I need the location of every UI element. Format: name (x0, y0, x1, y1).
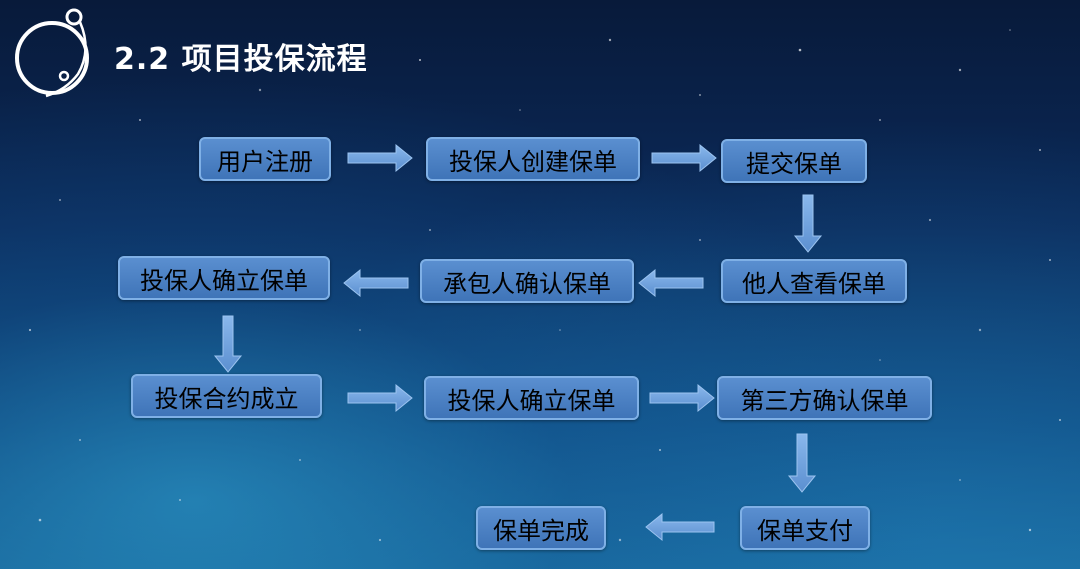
flow-node-third-party-confirm: 第三方确认保单 (717, 376, 932, 420)
flow-node-user-register: 用户注册 (199, 137, 331, 181)
flow-node-policy-complete: 保单完成 (476, 506, 606, 550)
page-title: 2.2 项目投保流程 (114, 42, 368, 77)
flow-node-submit-policy: 提交保单 (721, 139, 867, 183)
flow-node-others-view-policy: 他人查看保单 (721, 259, 907, 303)
flow-node-create-policy: 投保人创建保单 (426, 137, 640, 181)
flow-node-insurer-establish-2: 投保人确立保单 (424, 376, 639, 420)
flow-node-contract-established: 投保合约成立 (131, 374, 322, 418)
flow-node-insurer-establish-1: 投保人确立保单 (118, 256, 330, 300)
flow-node-contractor-confirm: 承包人确认保单 (420, 259, 634, 303)
orbit-planet-icon (15, 8, 89, 98)
flow-node-policy-payment: 保单支付 (740, 506, 870, 550)
